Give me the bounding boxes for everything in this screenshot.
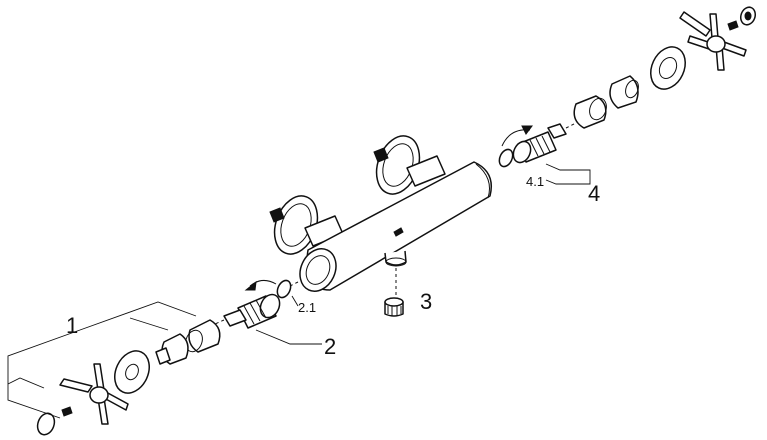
callout-2-label: 2	[324, 334, 336, 359]
outlet-nipple-part	[384, 268, 404, 317]
leader-lines	[7, 163, 591, 419]
valve-body	[269, 135, 492, 292]
callout-4-1-label: 4.1	[526, 174, 544, 189]
left-cartridge-part	[205, 279, 299, 329]
callout-1-label: 1	[66, 313, 78, 338]
callout-3-label: 3	[420, 289, 432, 314]
callout-4-label: 4	[588, 181, 600, 206]
right-wall-connection	[373, 135, 446, 195]
left-wall-connection	[269, 195, 344, 255]
right-cartridge-part	[498, 121, 579, 168]
callout-2-1-label: 2.1	[298, 300, 316, 315]
left-handle-set	[36, 319, 221, 436]
right-handle-set	[573, 6, 757, 129]
